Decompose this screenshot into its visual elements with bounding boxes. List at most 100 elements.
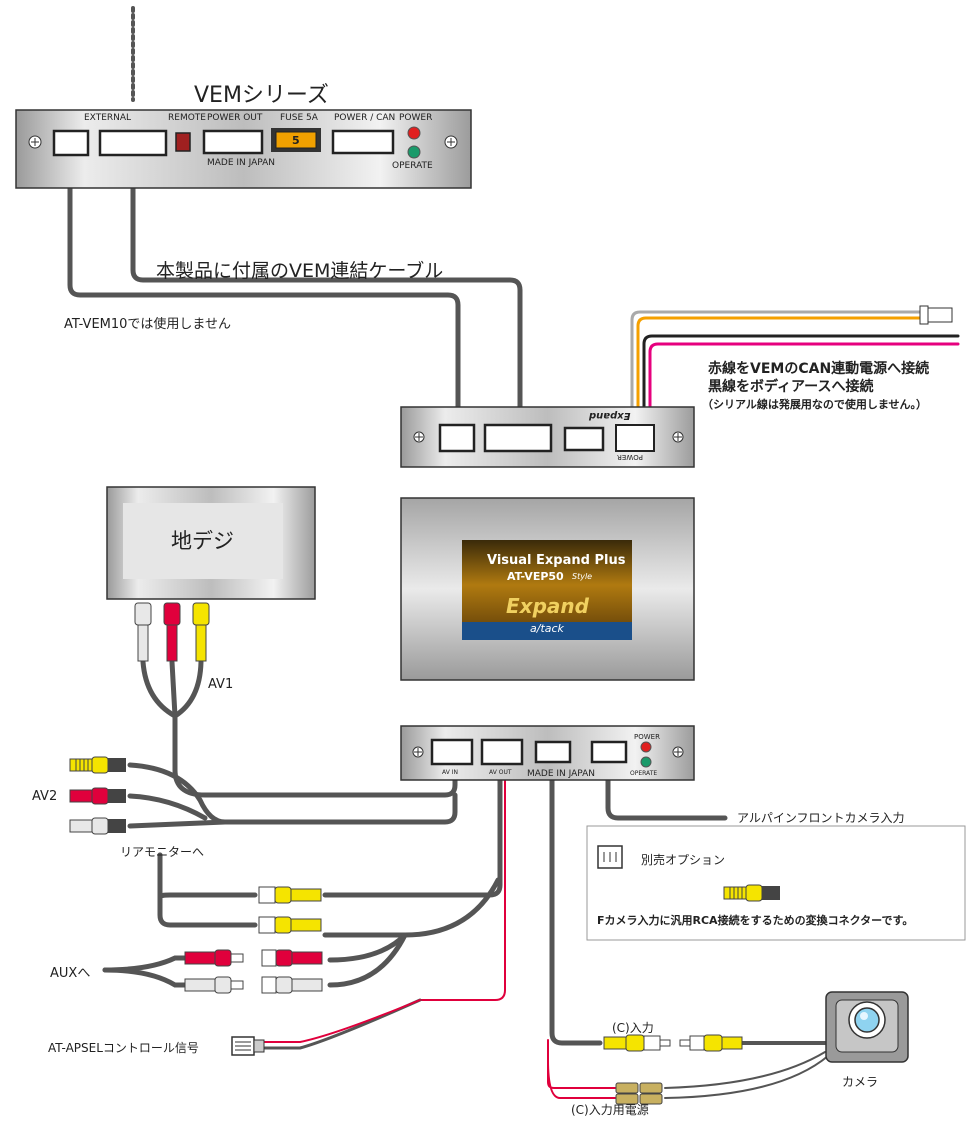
av-in-port [430,738,474,766]
expand-top-unit [400,406,695,468]
product-logo: Expand [506,594,589,618]
expand-top-power-label: POWER [617,453,643,461]
vem-operate-led-label: OPERATE [392,161,433,171]
vem-title: VEMシリーズ [194,83,329,108]
lower-operate-label: OPERATE [630,770,658,777]
product-label-band [462,622,632,640]
expand-top-logo: Expand [589,410,631,421]
product-line2-suffix: Style [572,572,593,581]
av2-red-plug [69,787,126,805]
av2-label: AV2 [32,789,58,804]
vem-fuse-value: 5 [292,134,300,147]
screw-icon [412,746,424,758]
rear-monitor-label: リアモニターへ [120,845,205,859]
vem-made-in-label: MADE IN JAPAN [207,158,276,168]
apsel-connector-icon [231,1036,265,1056]
wiring-note-line3: （シリアル線は発展用なので使用しません。） [702,398,928,411]
aux-label: AUXへ [50,966,91,981]
link-port-large [483,423,553,453]
vem-unit [15,109,472,189]
not-used-label: AT-VEM10では使用しません [64,317,232,332]
rear-monitor-plug-1 [258,886,322,904]
option-rca-plug [723,884,781,902]
screw-icon [444,135,458,149]
lower-unit [400,725,695,781]
c-power-terminals [615,1082,663,1105]
rca-plug-icon [192,602,210,662]
c-input-label: (C)入力 [612,1021,654,1035]
apsel-wire-red [264,999,421,1043]
vem10-cable [67,153,461,428]
rear-monitor-lead [157,852,258,928]
tuner-label-plate [123,503,283,579]
av2-white-lead [127,819,228,829]
camera-ground-lead [664,1055,829,1099]
cables [67,6,960,1099]
vem-power-led-label: POWER [399,113,433,123]
front-camera-port [590,740,628,764]
power-out-port [202,129,264,155]
av-out-cable [322,759,503,898]
wiring-note-line1: 赤線をVEMのCAN連動電源へ接続 [708,361,930,377]
tuner-box [106,486,316,600]
apsel-label: AT-APSELコントロール信号 [48,1041,199,1055]
av1-red-lead [169,659,178,719]
c-input-cable [549,759,603,1046]
option-desc: Fカメラ入力に汎用RCA接続をするための変換コネクターです。 [597,914,914,927]
screw-icon [28,135,42,149]
vem-remote-label: REMOTE [168,113,206,123]
av2-yellow-plug [69,756,127,774]
screw-icon [672,746,684,758]
external-port-small [52,129,90,157]
av1-white-lead [140,659,178,719]
product-brand: a/tack [530,622,564,635]
remote-port [175,132,191,152]
camera-label: カメラ [842,1075,879,1089]
can-power-wire-red [648,342,960,427]
tuner-label: 地デジ [171,529,234,553]
vem-external-label: EXTERNAL [84,113,132,123]
rear-monitor-lead-2 [157,852,258,899]
vem-link-cable [130,153,523,428]
av-out-port [480,738,524,766]
rca-plug-icon [134,602,152,662]
aux-red-plug-a [184,949,244,967]
harness-connector-icon [919,305,953,325]
vem-power-can-label: POWER / CAN [334,113,396,123]
vem-fuse-label: FUSE 5A [280,113,318,123]
serial-wire-orange [636,316,927,427]
led-icon [407,145,421,159]
apsel-red-wire [419,761,506,1001]
external-port-large [98,129,168,157]
apsel-wire [263,998,422,1050]
rca-plug-icon [163,602,181,662]
aux-red-plug-b [261,949,323,967]
product-line2: AT-VEP50 [507,570,564,583]
front-camera-cable [605,759,728,821]
c-input-plug-a [603,1034,671,1052]
av-out-label: AV OUT [489,769,512,776]
av-in-label: AV IN [442,769,458,776]
av1-label: AV1 [208,677,234,692]
wiring-note-line2: 黒線をボディアースへ接続 [708,379,874,395]
aux-port [563,426,605,452]
serial-wire-gray [630,310,927,427]
av1-plugs [134,602,210,662]
c-input-plug-b [679,1034,743,1052]
option-box [586,825,966,941]
av2-red-lead [127,793,208,821]
rear-monitor-branch [322,877,501,938]
av2-yellow-lead [127,762,458,825]
rear-monitor-plug-2 [258,916,322,934]
ground-wire-black [642,334,960,427]
aux-white-branch [327,932,408,988]
c-power-label: (C)入力用電源 [571,1103,649,1117]
cable-label: 本製品に付属のVEM連結ケーブル [156,260,444,282]
link-port-small [438,423,476,453]
option-title: 別売オプション [641,853,726,867]
connector-icon [597,845,623,869]
camera-power-lead [664,1051,826,1089]
led-icon [640,741,652,753]
